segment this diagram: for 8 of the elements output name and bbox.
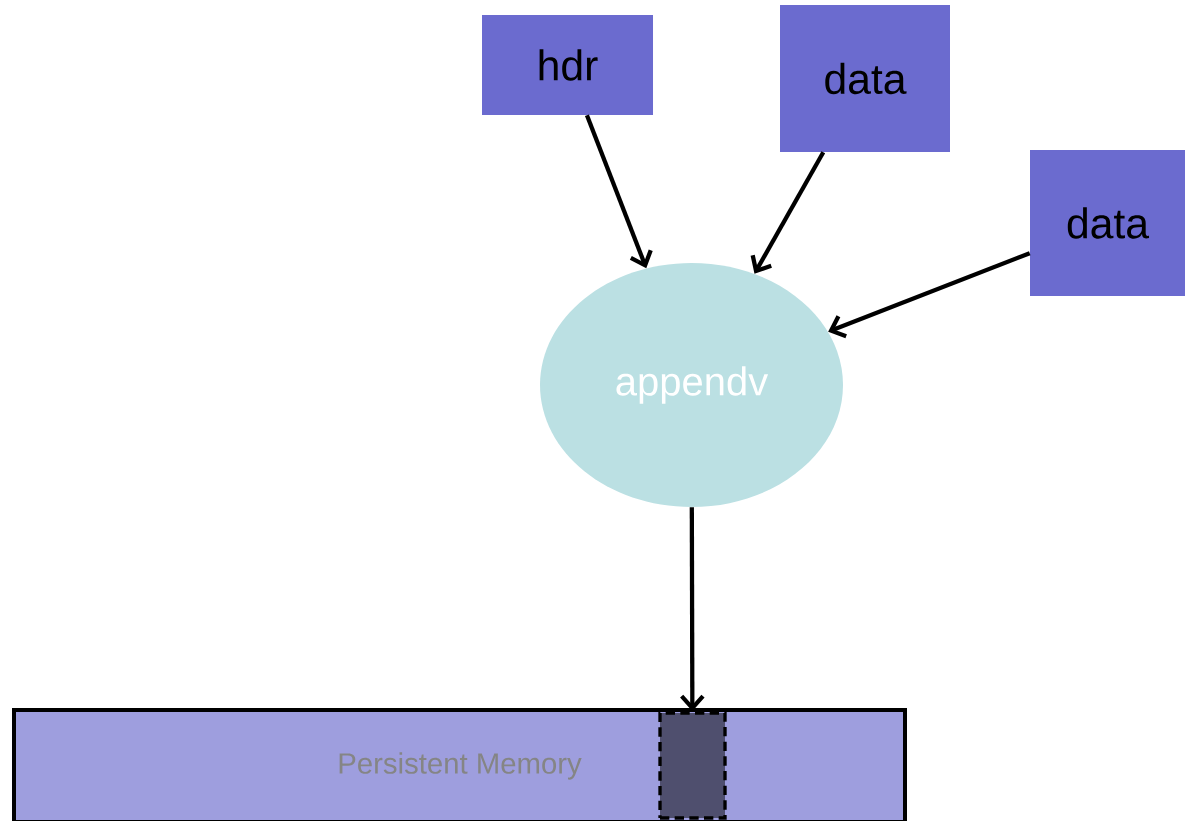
memory-block — [658, 711, 727, 820]
arrow — [584, 114, 653, 269]
arrow — [828, 251, 1031, 339]
input-box: data — [780, 5, 950, 152]
arrow — [750, 151, 826, 274]
memory-bar: Persistent Memory — [12, 708, 907, 821]
input-box: data — [1030, 150, 1185, 296]
input-box: hdr — [482, 15, 653, 115]
